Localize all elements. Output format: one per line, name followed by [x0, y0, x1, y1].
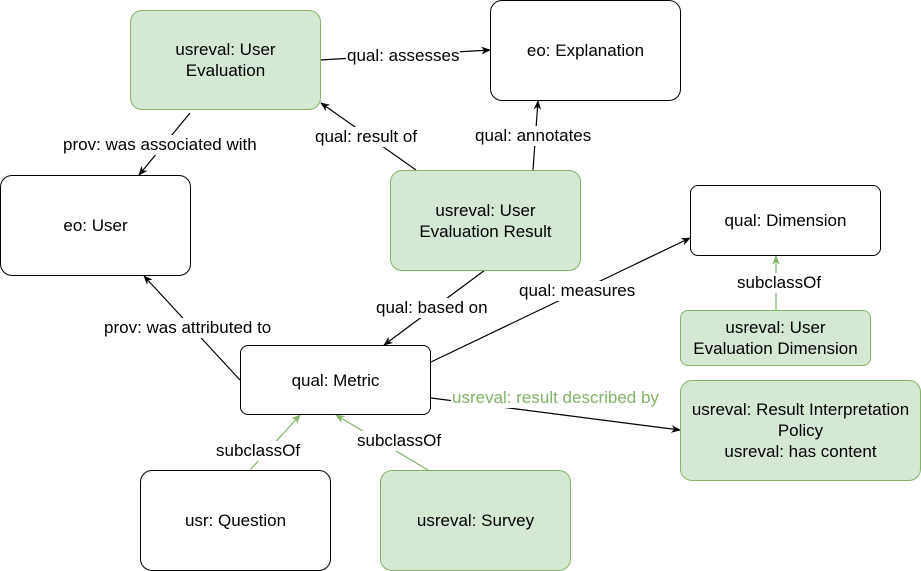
node-user-evaluation-result-label: usreval: User Evaluation Result — [419, 200, 552, 241]
node-survey-label: usreval: Survey — [416, 511, 535, 530]
edge-label-subclass-dimension: subclassOf — [736, 273, 823, 293]
node-survey[interactable]: usreval: Survey — [380, 470, 571, 571]
edge-label-result-described-by: usreval: result described by — [451, 388, 660, 408]
node-dimension[interactable]: qual: Dimension — [690, 185, 881, 256]
edge-label-based-on: qual: based on — [375, 298, 489, 318]
policy-text-block: usreval: Result Interpretation Policy us… — [683, 399, 918, 462]
node-metric-label: qual: Metric — [291, 370, 380, 390]
node-user-evaluation[interactable]: usreval: User Evaluation — [130, 10, 321, 110]
node-metric[interactable]: qual: Metric — [240, 345, 431, 415]
edge-label-assesses: qual: assesses — [346, 46, 461, 66]
node-dimension-label: qual: Dimension — [724, 211, 847, 230]
node-user-evaluation-label: usreval: User Evaluation — [175, 40, 276, 80]
node-user-evaluation-dimension-label: usreval: User Evaluation Dimension — [693, 318, 858, 358]
node-has-content-label: usreval: has content — [724, 442, 877, 461]
node-user[interactable]: eo: User — [0, 175, 191, 276]
node-explanation-label: eo: Explanation — [526, 41, 645, 60]
node-explanation[interactable]: eo: Explanation — [490, 0, 681, 101]
node-result-interpretation-policy-label: usreval: Result Interpretation Policy — [691, 400, 910, 440]
edge-label-annotates: qual: annotates — [474, 126, 593, 146]
node-question-label: usr: Question — [184, 511, 287, 530]
edge-label-was-attributed-to: prov: was attributed to — [103, 318, 273, 338]
node-user-label: eo: User — [63, 216, 128, 235]
node-user-evaluation-dimension[interactable]: usreval: User Evaluation Dimension — [680, 310, 871, 366]
node-user-evaluation-result[interactable]: usreval: User Evaluation Result — [390, 170, 581, 271]
edge-label-subclass-question: subclassOf — [215, 441, 302, 461]
edge-label-result-of: qual: result of — [314, 127, 419, 147]
node-result-interpretation-policy[interactable]: usreval: Result Interpretation Policy us… — [680, 380, 921, 481]
node-question[interactable]: usr: Question — [140, 470, 331, 571]
edge-label-was-associated-with: prov: was associated with — [62, 135, 258, 155]
edge-label-subclass-survey: subclassOf — [356, 431, 443, 451]
edge-label-measures: qual: measures — [518, 281, 637, 301]
